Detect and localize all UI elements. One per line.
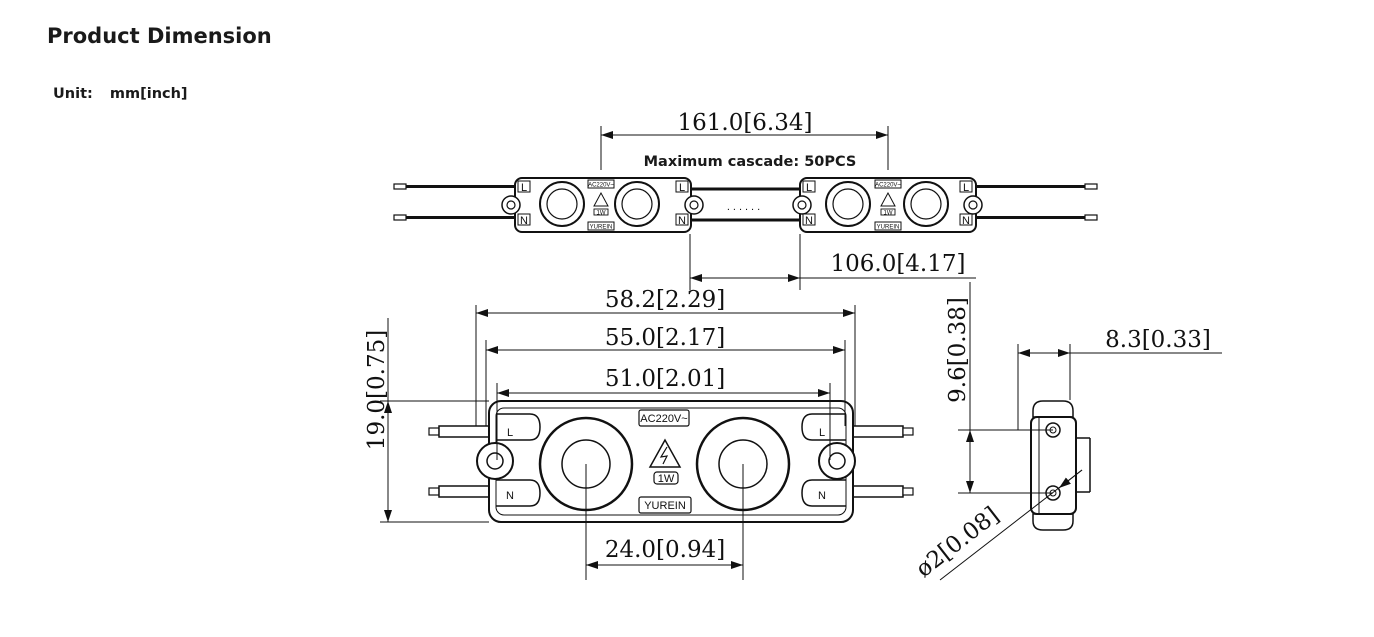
unit-value: mm[inch] <box>109 86 188 102</box>
cascade-left-n-mark: N <box>520 215 528 227</box>
dim-body-length: 55.0[2.17] <box>605 325 725 351</box>
front-voltage-mark: AC220V~ <box>640 413 687 425</box>
dim-hole-offset: 9.6[0.38] <box>945 297 971 403</box>
dim-height: 19.0[0.75] <box>364 330 390 450</box>
cascade-left-l-mark: L <box>521 182 527 194</box>
dim-lens-spacing: 24.0[0.94] <box>605 537 725 563</box>
front-n-mark-left: N <box>506 490 514 502</box>
cascade-right-voltage: AC220V~ <box>875 183 901 189</box>
cascade-left-wires <box>393 183 1098 222</box>
cascade-left-power: 1W <box>597 210 606 216</box>
dim-cascade-gap: 106.0[4.17] <box>830 251 965 277</box>
cascade-right-n-mark-2: N <box>962 215 970 227</box>
cascade-right-brand: YUREIN <box>877 225 900 231</box>
cascade-module-left <box>501 177 704 233</box>
cascade-ellipsis: ...... <box>727 201 763 213</box>
front-n-mark-right: N <box>818 490 826 502</box>
cascade-module-right <box>792 177 983 233</box>
cascade-left-l-mark-2: L <box>679 182 685 194</box>
cascade-right-l-mark-2: L <box>963 182 969 194</box>
front-l-mark-right: L <box>819 427 825 439</box>
unit-label: Unit: <box>53 86 93 102</box>
cascade-note: Maximum cascade: 50PCS <box>644 154 857 170</box>
cascade-right-l-mark: L <box>806 182 812 194</box>
cascade-view: AC220V~ YUREIN 1W L N L N AC220V~ <box>393 126 1098 290</box>
dim-side-depth: 8.3[0.33] <box>1105 327 1211 353</box>
dim-cascade-pitch: 161.0[6.34] <box>677 110 812 136</box>
cascade-left-brand: YUREIN <box>590 225 613 231</box>
unit-line: Unit: mm[inch] <box>53 86 188 102</box>
dim-hole-diameter: ø2[0.08] <box>911 502 1004 583</box>
side-view <box>939 282 1222 581</box>
cascade-left-voltage: AC220V~ <box>588 183 614 189</box>
cascade-right-power: 1W <box>884 210 893 216</box>
front-brand-mark: YUREIN <box>644 500 686 512</box>
dim-hole-spacing: 51.0[2.01] <box>605 366 725 392</box>
cascade-left-n-mark-2: N <box>678 215 686 227</box>
front-view <box>380 305 914 580</box>
page-title: Product Dimension <box>47 24 272 48</box>
front-power-mark: 1W <box>658 473 675 485</box>
cascade-right-n-mark: N <box>805 215 813 227</box>
dim-overall-length: 58.2[2.29] <box>605 287 725 313</box>
front-l-mark-left: L <box>507 427 513 439</box>
